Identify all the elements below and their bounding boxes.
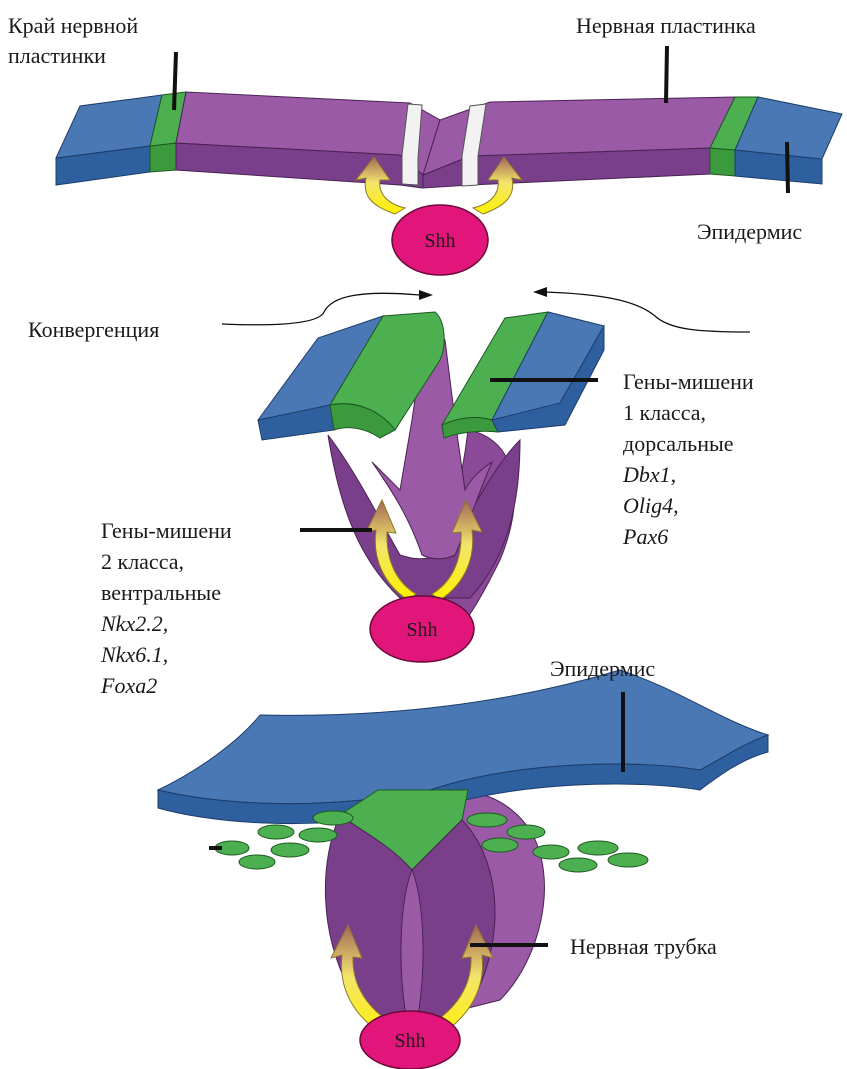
label-neural-tube: Нервная трубка — [570, 934, 717, 959]
shh-label-mid: Shh — [406, 619, 437, 641]
class1-line2: 1 класса, — [623, 400, 706, 425]
class2-gene-foxa2: Foxa2 — [100, 673, 157, 698]
crest-cell — [271, 843, 309, 857]
crest-cell — [467, 813, 507, 827]
crest-cell — [299, 828, 337, 842]
class2-gene-nkx61: Nkx6.1, — [100, 642, 168, 667]
panel-neural-plate: Shh — [56, 92, 842, 275]
label-epidermis-bottom: Эпидермис — [550, 656, 655, 681]
crest-cell — [507, 825, 545, 839]
label-border-line1: Край нервной — [8, 13, 138, 38]
convergence-arrowhead-right — [533, 287, 547, 297]
class2-line2: 2 класса, — [101, 549, 184, 574]
label-convergence: Конвергенция — [28, 317, 159, 342]
crest-cell — [313, 811, 353, 825]
class2-line3: вентральные — [101, 580, 221, 605]
panel-neural-folds: Shh — [258, 312, 604, 662]
crest-cell — [239, 855, 275, 869]
crest-cell — [559, 858, 597, 872]
border-left-front — [150, 143, 176, 172]
class1-line1: Гены-мишени — [623, 369, 754, 394]
class2-gene-nkx22: Nkx2.2, — [100, 611, 168, 636]
pointer-plate — [666, 46, 667, 103]
label-epidermis-top: Эпидермис — [697, 219, 802, 244]
label-neural-plate-border: Край нервной пластинки — [8, 13, 144, 68]
pointer-border — [174, 52, 176, 110]
shh-label-top: Shh — [424, 230, 455, 252]
panel-neural-tube: Shh — [158, 670, 768, 1069]
crest-cell — [608, 853, 648, 867]
label-class1: Гены-мишени 1 класса, дорсальные Dbx1, O… — [622, 369, 759, 549]
border-right-front — [710, 148, 735, 176]
pointer-epidermis-top — [787, 142, 788, 193]
label-class2: Гены-мишени 2 класса, вентральные Nkx2.2… — [100, 518, 237, 698]
class1-gene-olig4: Olig4, — [623, 493, 679, 518]
class1-gene-pax6: Pax6 — [622, 524, 668, 549]
shh-label-bottom: Shh — [394, 1030, 425, 1052]
crest-cell — [482, 838, 518, 852]
label-border-line2: пластинки — [8, 43, 106, 68]
class2-line1: Гены-мишени — [101, 518, 232, 543]
class1-line3: дорсальные — [623, 431, 734, 456]
class1-gene-dbx1: Dbx1, — [622, 462, 676, 487]
crest-cell — [258, 825, 294, 839]
convergence-arrowhead-left — [419, 290, 433, 300]
crest-cell — [578, 841, 618, 855]
label-neural-plate: Нервная пластинка — [576, 13, 756, 38]
crest-cell — [533, 845, 569, 859]
